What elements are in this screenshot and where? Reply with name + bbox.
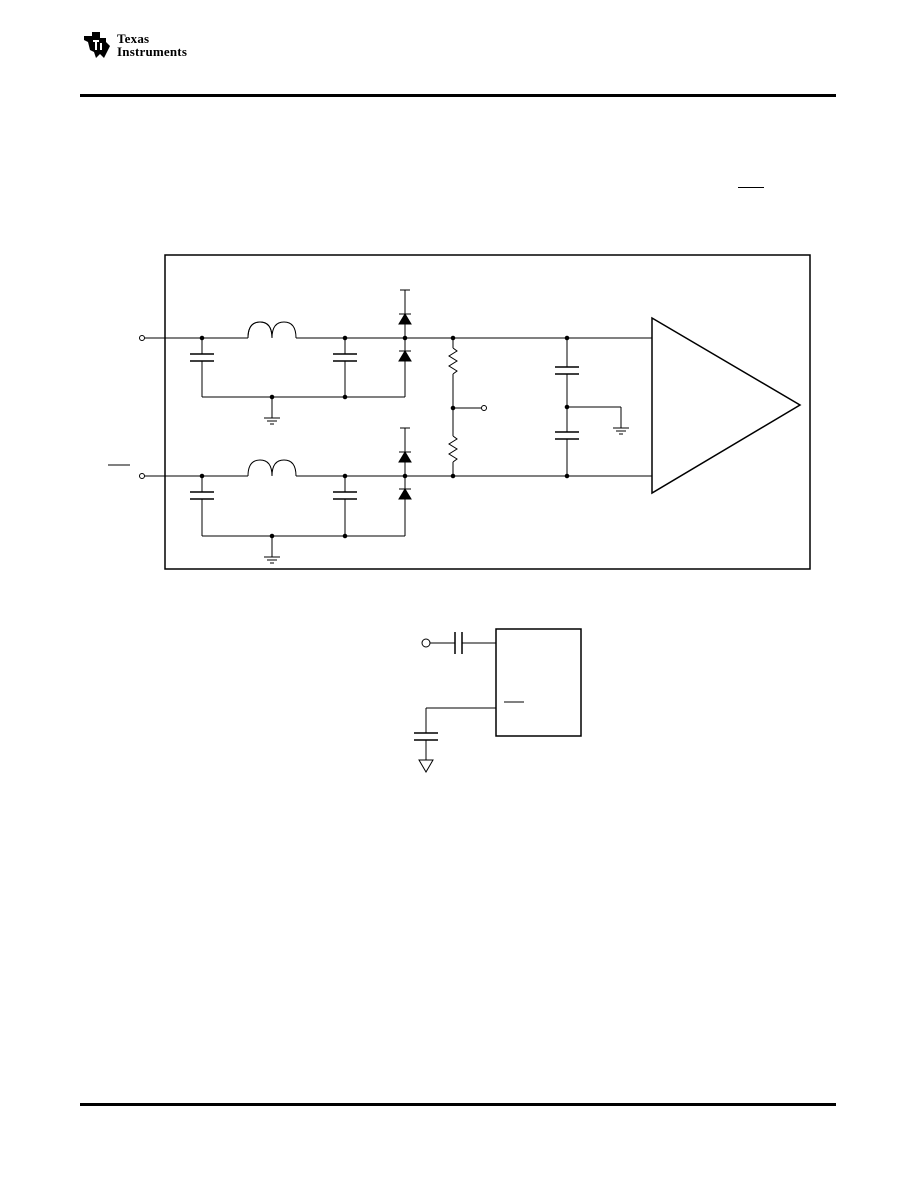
top-channel [139, 289, 652, 425]
ground-triangle [418, 759, 434, 773]
diode-top-lower [398, 350, 412, 362]
diode-top-upper [398, 313, 412, 325]
ground-top [264, 417, 280, 425]
diode-bottom-lower [398, 488, 412, 500]
ti-wordmark: Texas Instruments [117, 32, 187, 58]
capacitor-pair [555, 335, 629, 479]
text-overbar [738, 187, 764, 188]
ground-capacitor-pair [613, 427, 629, 435]
inductor-bottom [247, 459, 297, 477]
footer-rule [80, 1103, 836, 1106]
ac-input-terminal [421, 638, 431, 648]
resistor-upper [448, 347, 458, 375]
device-block [495, 628, 582, 737]
ti-state-logo-icon [84, 32, 110, 58]
logo-line2: Instruments [117, 44, 188, 59]
resistor-divider [448, 335, 487, 479]
ti-logo: Texas Instruments [80, 28, 230, 64]
input-terminal-top [139, 335, 145, 341]
figure-frame [164, 254, 811, 570]
amplifier-triangle [651, 316, 802, 495]
midpoint-terminal [481, 405, 487, 411]
resistor-lower [448, 435, 458, 463]
logo-line1: Texas [117, 31, 150, 46]
ground-bottom [264, 556, 280, 564]
ac-coupling-figure [414, 628, 582, 773]
bottom-channel [108, 427, 652, 564]
header-rule [80, 94, 836, 97]
input-terminal-bottom [139, 473, 145, 479]
diode-bottom-upper [398, 451, 412, 463]
